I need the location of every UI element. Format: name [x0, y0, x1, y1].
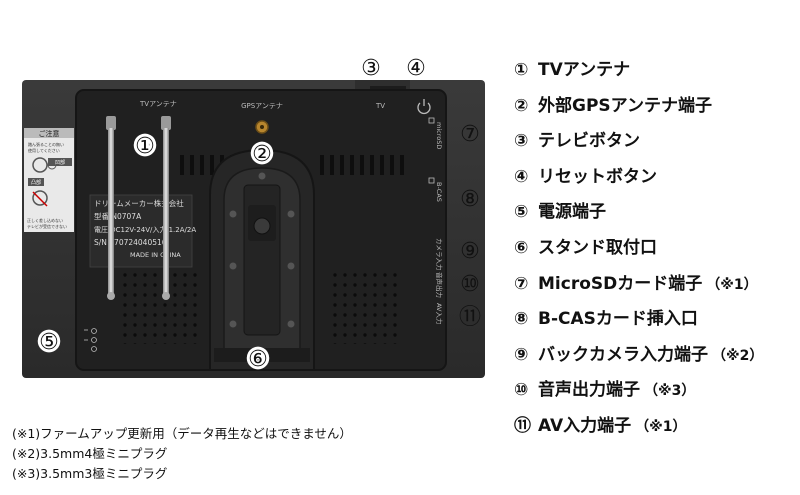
footnote: (※2)3.5mm4極ミニプラグ	[12, 446, 168, 461]
callout-9: ⑨	[460, 239, 480, 264]
power-icon	[417, 99, 431, 115]
camera-port-label: カメラ入力	[435, 238, 444, 271]
footnote: (※3)3.5mm3極ミニプラグ	[12, 466, 168, 481]
audio-port-label: 音声出力	[435, 272, 444, 298]
svg-text:テレビが受信できない: テレビが受信できない	[27, 223, 67, 229]
svg-text:①: ①	[135, 134, 155, 159]
callout-6: ⑥	[248, 347, 268, 372]
callout-5: ⑤	[39, 330, 59, 355]
svg-text:凹部: 凹部	[55, 159, 65, 166]
svg-text:ドリームメーカー株式会社: ドリームメーカー株式会社	[94, 198, 184, 208]
callout-10: ⑩	[460, 272, 480, 297]
svg-text:MADE IN CHINA: MADE IN CHINA	[130, 251, 181, 259]
tv-button-label: TV	[375, 102, 385, 110]
speaker-grille-left	[120, 268, 202, 344]
warning-sticker: ご注意 踏ん張ることの無い 使用してください 凹部 凸部 正しく差し込めない テ…	[24, 128, 74, 232]
svg-text:型番 N0707A: 型番 N0707A	[94, 211, 142, 221]
callouts: ① ① ② ② ③ ④ ⑤ ⑤ ⑥ ⑥ ⑦ ⑧ ⑨ ⑩ ⑪	[36, 56, 481, 375]
svg-text:ご注意: ご注意	[39, 129, 60, 138]
spec-plate: ドリームメーカー株式会社 型番 N0707A 電圧 DC12V-24V/入力 1…	[89, 194, 196, 268]
bcas-port-label: B-CAS	[435, 182, 443, 202]
callout-4: ④	[406, 56, 426, 81]
callout-1: ①	[135, 134, 155, 159]
callout-11: ⑪	[459, 305, 481, 330]
svg-text:電圧 DC12V-24V/入力 1.2A/2A: 電圧 DC12V-24V/入力 1.2A/2A	[94, 225, 196, 234]
speaker-grille-right	[330, 268, 402, 344]
svg-text:②: ②	[252, 142, 272, 167]
footnotes: (※1)ファームアップ更新用（データ再生などはできません） (※2)3.5mm4…	[12, 424, 352, 484]
svg-text:使用してください: 使用してください	[28, 147, 60, 153]
footnote: (※1)ファームアップ更新用（データ再生などはできません）	[12, 426, 352, 441]
svg-text:⑤: ⑤	[39, 330, 59, 355]
svg-text:踏ん張ることの無い: 踏ん張ることの無い	[28, 141, 64, 147]
callout-7: ⑦	[460, 122, 480, 147]
callout-3: ③	[361, 56, 381, 81]
dc-power-icon	[84, 328, 97, 352]
svg-text:⑥: ⑥	[248, 347, 268, 372]
tv-antennas	[106, 116, 171, 300]
callout-2: ②	[252, 142, 272, 167]
svg-text:S/N 070724040516: S/N 070724040516	[94, 238, 167, 247]
tv-antenna-port-label: TVアンテナ	[139, 100, 177, 108]
av-port-label: AV入力	[435, 303, 444, 324]
microsd-port-label: microSD	[435, 122, 443, 149]
stand-mount	[209, 148, 315, 371]
svg-text:凸部: 凸部	[31, 179, 41, 186]
gps-port-label: GPSアンテナ	[241, 102, 283, 110]
svg-text:正しく差し込めない: 正しく差し込めない	[27, 217, 63, 223]
callout-8: ⑧	[460, 187, 480, 212]
